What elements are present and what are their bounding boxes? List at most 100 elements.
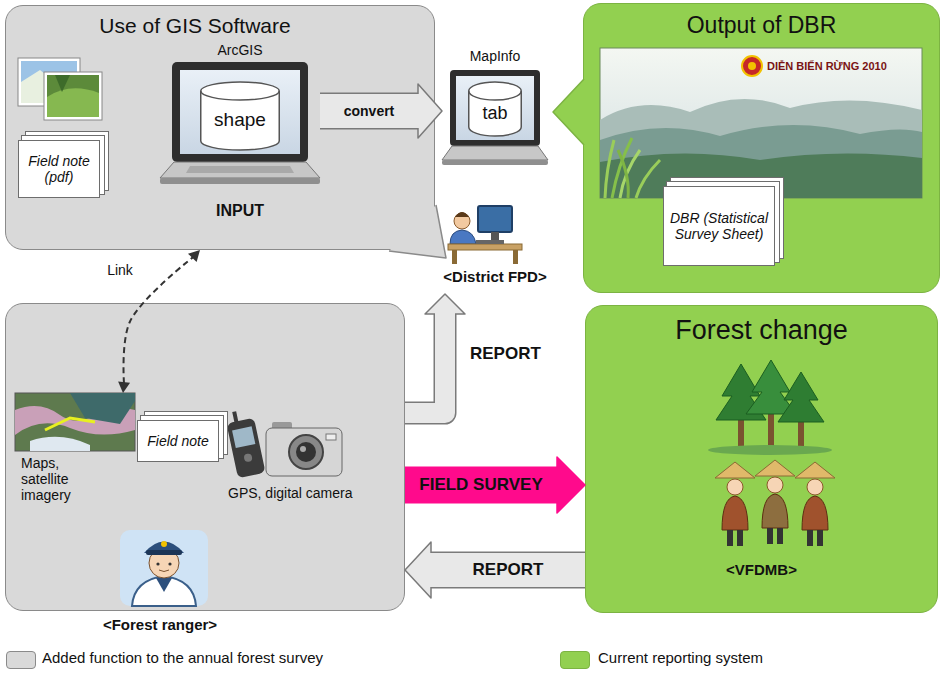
- farmers-illustration: [777, 528, 783, 544]
- link-arrow: [118, 381, 130, 393]
- forest-ranger-icon: [146, 550, 182, 555]
- legend-text: Added function to the annual forest surv…: [42, 649, 323, 666]
- laptop-illustration: [160, 62, 320, 184]
- gps-and-camera-icons: [296, 442, 316, 462]
- arrow-label: Link: [104, 262, 136, 278]
- forest-trees-illustration: [708, 445, 832, 455]
- callout-tail: [553, 76, 587, 148]
- arrow-label: REPORT: [467, 344, 544, 364]
- laptop-illustration: [456, 76, 534, 140]
- farmers-illustration: [767, 528, 773, 544]
- panel-heading: Use of GIS Software: [99, 14, 290, 38]
- sheet-caption: Field note (pdf): [24, 153, 94, 185]
- laptop-illustration: [160, 162, 320, 178]
- forest-change-panel: Forest change<VFDMB>: [585, 305, 938, 613]
- gps-and-camera-icons: [300, 446, 306, 452]
- cylinder-outline: [469, 91, 522, 100]
- gps-and-camera-icons: [289, 435, 323, 469]
- actor-label: <District FPD>: [443, 268, 546, 285]
- officer-at-desk-icon: [491, 232, 499, 240]
- callout-tail: [553, 76, 587, 148]
- officer-at-desk-icon: [448, 244, 522, 250]
- convert-arrow: [320, 84, 442, 138]
- dbr-cover-image: [618, 150, 628, 198]
- arrow-label: convert: [341, 103, 398, 119]
- farmers-illustration: [807, 479, 823, 495]
- satellite-map-image: [30, 437, 90, 451]
- gps-and-camera-icons: [226, 418, 265, 479]
- satellite-map-image: [15, 393, 135, 451]
- panel-heading: Output of DBR: [687, 12, 837, 38]
- callout-tail: [389, 205, 446, 258]
- cylinder-outline: [469, 82, 522, 136]
- device-caption: GPS, digital camera: [228, 485, 353, 501]
- screenshot-thumbnails: [55, 75, 70, 92]
- tab-file-cylinder: tab: [468, 82, 522, 136]
- laptop-illustration: [442, 70, 548, 165]
- convert-arrow: [418, 84, 442, 138]
- legend-swatch: [6, 651, 36, 669]
- forest-ranger-icon: [156, 578, 172, 592]
- gps-and-camera-icons: [243, 453, 252, 462]
- forest-trees-illustration: [708, 360, 832, 455]
- actor-label: <Forest ranger>: [103, 616, 217, 633]
- forest-ranger-icon: [168, 562, 171, 565]
- officer-at-desk-icon: [448, 206, 522, 264]
- software-name: MapInfo: [470, 48, 521, 64]
- field-survey-arrow: [405, 468, 559, 502]
- farmers-illustration: [715, 462, 755, 478]
- dbr-cover-image: [742, 56, 762, 76]
- laptop-illustration: [442, 146, 548, 160]
- file-format: shape: [214, 109, 266, 131]
- dbr-cover-image: [600, 99, 922, 198]
- officer-at-desk-icon: [450, 230, 476, 244]
- dbr-cover-image: [600, 125, 922, 198]
- dbr-survey-sheet: DBR (Statistical Survey Sheet): [663, 186, 775, 266]
- link-arrow: [188, 250, 200, 262]
- laptop-illustration: [442, 160, 548, 165]
- arrow-label: REPORT: [470, 560, 547, 580]
- laptop-illustration: [186, 166, 294, 173]
- shape-file-cylinder: shape: [200, 82, 280, 150]
- gps-and-camera-icons: [326, 434, 336, 440]
- arrow-label: FIELD SURVEY: [416, 475, 545, 495]
- convert-arrow: [320, 94, 420, 128]
- callout-tail: [553, 79, 584, 145]
- report-arrow: [425, 294, 465, 314]
- cover-title: DIỄN BIẾN RỪNG 2010: [767, 60, 887, 73]
- officer-at-desk-icon: [452, 250, 457, 264]
- farmers-illustration: [802, 496, 828, 530]
- officer-at-desk-icon: [476, 240, 504, 244]
- district-fpd-icon: <District FPD>: [430, 204, 560, 294]
- field-survey-arrow: [405, 457, 585, 513]
- forest-ranger-icon: [132, 576, 196, 606]
- satellite-map-image: [45, 418, 95, 430]
- arcgis-laptop: ArcGIS INPUT shape: [160, 40, 320, 222]
- report-arrow: [405, 294, 465, 413]
- legend-text: Current reporting system: [598, 649, 763, 666]
- farmers-illustration: [767, 477, 783, 493]
- gps-and-camera-icons: [224, 408, 265, 478]
- farmers-illustration: [727, 479, 743, 495]
- sheet-caption: Field note: [143, 433, 213, 449]
- forest-trees-illustration: [778, 372, 824, 422]
- legend-swatch: [560, 651, 590, 669]
- gps-and-camera-icons: [224, 408, 342, 478]
- screenshot-thumbnails: [18, 58, 102, 120]
- gps-and-camera-icons: [232, 426, 255, 448]
- laptop-illustration: [172, 62, 308, 162]
- officer-at-desk-icon: [478, 206, 512, 232]
- laptop-illustration: [180, 70, 300, 154]
- field-note-sheet: Field note: [137, 420, 219, 462]
- image-caption: Maps, satellite imagery: [21, 455, 103, 503]
- callout-tail: [389, 205, 446, 258]
- dbr-cover-image: [748, 62, 756, 70]
- report-arrow: [405, 542, 431, 598]
- field-survey-arrow: [557, 457, 585, 513]
- officer-at-desk-icon: [454, 213, 470, 229]
- software-name: ArcGIS: [217, 42, 262, 58]
- file-format: tab: [482, 103, 507, 124]
- farmers-illustration: [715, 460, 835, 546]
- report-arrow: [405, 542, 585, 598]
- stage-label: INPUT: [216, 202, 264, 220]
